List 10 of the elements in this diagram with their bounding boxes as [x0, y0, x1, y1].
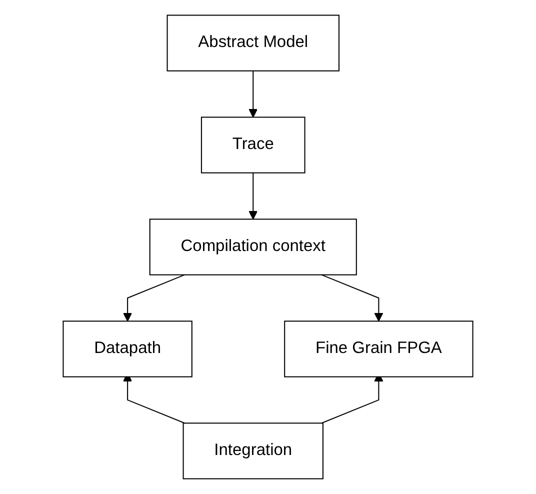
arrow [248, 172, 258, 220]
node-box: Abstract Model [166, 14, 340, 72]
arrow [248, 70, 258, 118]
node-box: Integration [182, 422, 324, 480]
node-box: Datapath [62, 320, 192, 378]
node-box: Compilation context [149, 218, 357, 276]
node-box: Fine Grain FPGA [284, 320, 474, 378]
arrow [321, 274, 384, 322]
node-box: Trace [200, 116, 306, 174]
arrow [123, 274, 185, 322]
